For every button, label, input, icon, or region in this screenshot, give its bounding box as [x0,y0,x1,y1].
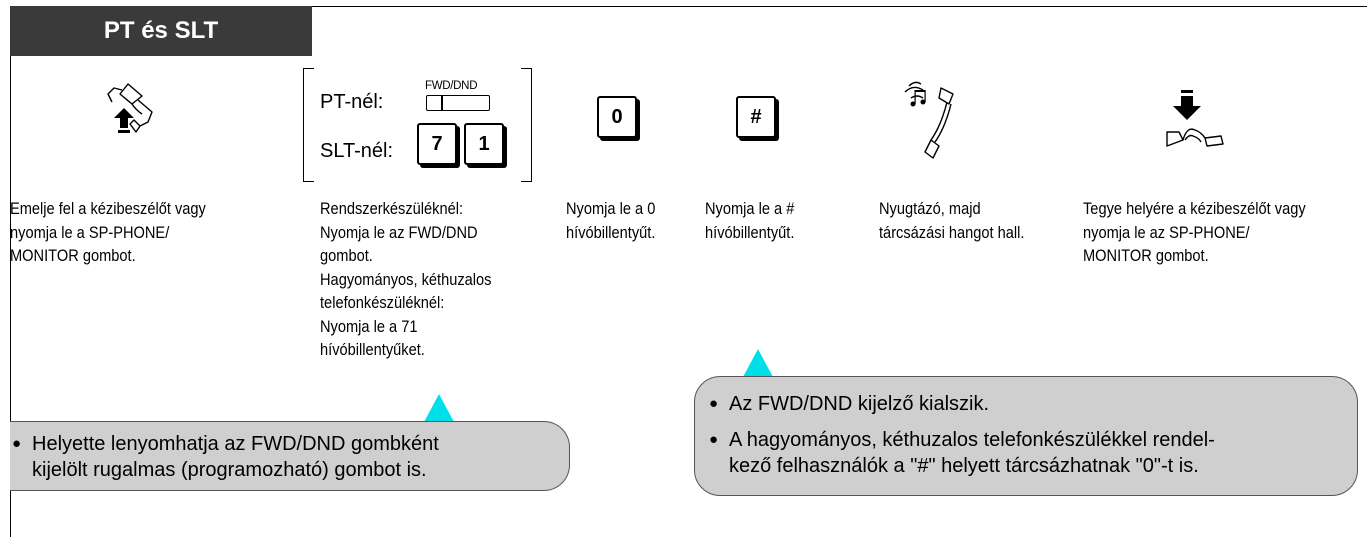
key-0: 0 [597,96,637,138]
step-6-text: Tegye helyére a kézibeszélőt vagy nyomja… [1083,197,1306,268]
frame-top-line [10,6,1367,7]
step-line: MONITOR gombot. [10,246,136,265]
fwd-dnd-button-label: FWD/DND [425,80,478,92]
step-line: tárcsázási hangot hall. [879,222,1025,242]
slt-label: SLT-nél: [320,140,393,162]
step-line: Nyomja le a # [705,199,795,218]
note-box-right: ● Az FWD/DND kijelző kialszik. ● A hagyo… [694,376,1358,496]
step-2-text: Rendszerkészüléknél: Nyomja le az FWD/DN… [320,197,491,362]
step-line: nyomja le az SP-PHONE/ [1083,222,1250,242]
step-line: Emelje fel a kézibeszélőt vagy [10,199,206,218]
note-item: ● Az FWD/DND kijelző kialszik. [709,391,1357,417]
step-line: Hagyományos, kéthuzalos [320,269,492,289]
step-line: Tegye helyére a kézibeszélőt vagy [1083,199,1306,218]
note-line: kező felhasználók a "#" helyett tárcsázh… [729,455,1199,477]
pt-label: PT-nél: [320,91,384,113]
bullet: ● [709,395,719,412]
key-hash: # [736,96,776,138]
bracket-right [521,68,532,182]
key-1: 1 [464,123,504,165]
fwd-dnd-button [426,95,490,111]
step-line: gombot. [320,246,373,265]
step-line: Rendszerkészüléknél: [320,199,464,218]
note-box-left: ● Helyette lenyomhatja az FWD/DND gombké… [10,421,570,491]
handset-tone-icon [895,70,965,171]
step-line: hívóbillentyűt. [566,222,656,242]
note-pointer-right [743,349,773,377]
step-line: Nyugtázó, majd [879,199,981,218]
note-line: Az FWD/DND kijelző kialszik. [729,393,990,415]
step-line: nyomja le a SP-PHONE/ [10,222,170,242]
step-4-text: Nyomja le a # hívóbillentyűt. [705,197,794,244]
step-3-text: Nyomja le a 0 hívóbillentyűt. [566,197,655,244]
step-line: MONITOR gombot. [1083,246,1209,265]
step-line: Nyomja le a 71 [320,316,418,336]
note-item: ● Helyette lenyomhatja az FWD/DND gombké… [10,431,569,483]
note-line: Helyette lenyomhatja az FWD/DND gombként [32,433,439,455]
step-line: hívóbillentyűket. [320,340,425,359]
step-line: hívóbillentyűt. [705,222,795,242]
step-5-text: Nyugtázó, majd tárcsázási hangot hall. [879,197,1024,244]
handset-lift-icon [84,76,174,157]
bracket-left [303,68,314,182]
step-line: telefonkészüléknél: [320,293,445,312]
step-line: Nyomja le az FWD/DND [320,222,478,242]
note-line: A hagyományos, kéthuzalos telefonkészülé… [729,429,1215,451]
note-pointer-left [424,394,454,422]
step-line: Nyomja le a 0 [566,199,656,218]
bullet: ● [12,435,22,452]
key-7: 7 [417,123,457,165]
bullet: ● [709,431,719,448]
handset-hangup-icon [1145,66,1235,171]
section-title: PT és SLT [10,6,312,56]
note-line: kijelölt rugalmas (programozható) gombot… [32,459,427,481]
note-item: ● A hagyományos, kéthuzalos telefonkészü… [709,427,1357,479]
step-1-text: Emelje fel a kézibeszélőt vagy nyomja le… [10,197,206,268]
frame-left-line [10,6,11,537]
